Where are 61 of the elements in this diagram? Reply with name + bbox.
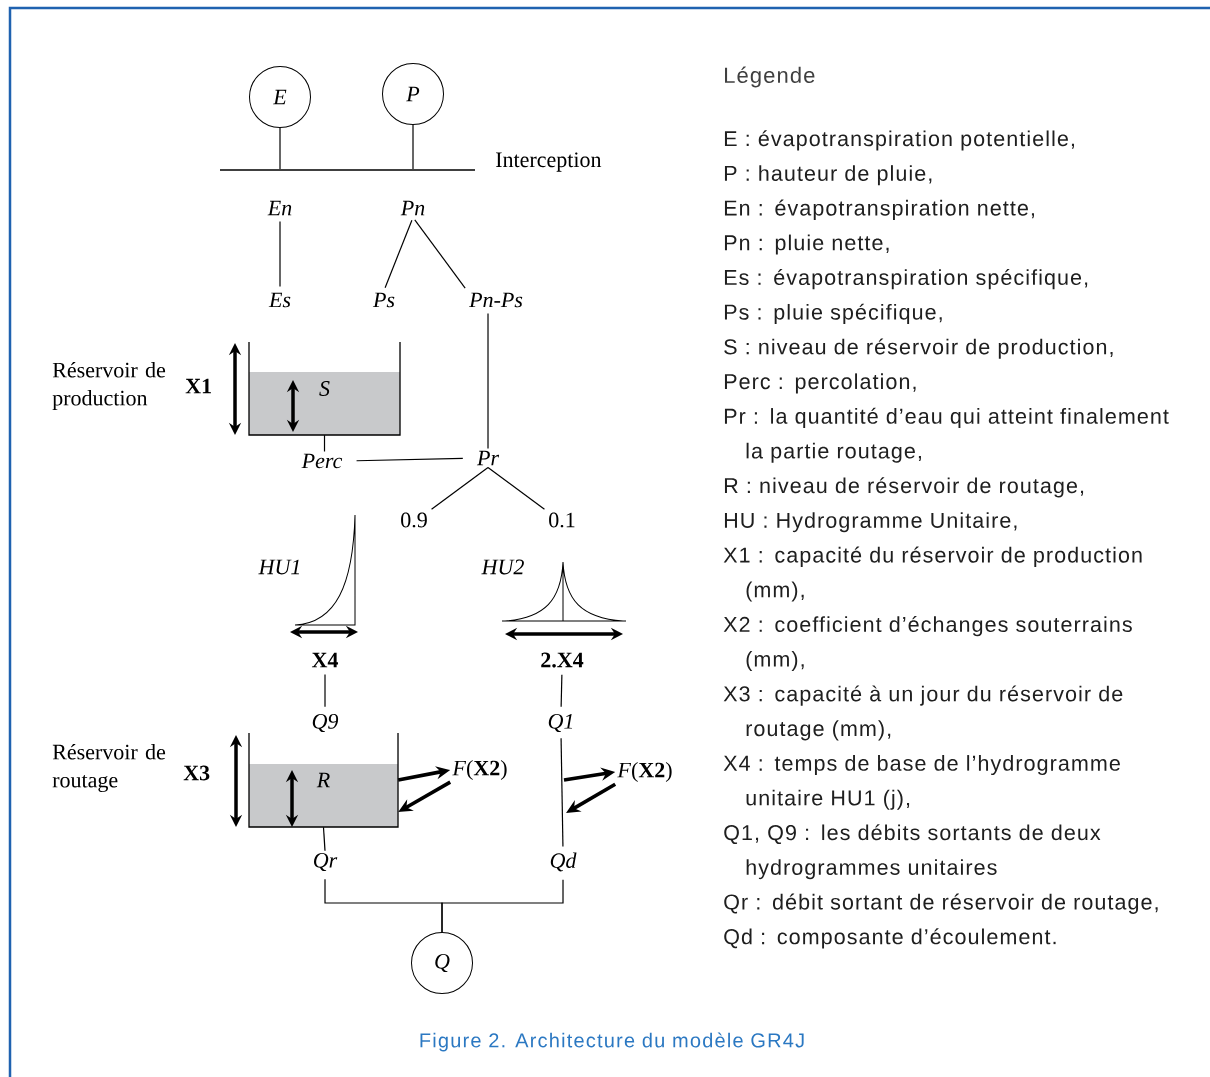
connector (324, 673, 326, 708)
variable-label: HU2 (481, 559, 524, 575)
variable-label: Ps (372, 292, 395, 308)
variable-label: Q1 (548, 713, 573, 733)
legend-entry: Q1, Q9 : les débits sortants de deux hydrogrammes unitaires (724, 824, 1101, 880)
connector (279, 220, 281, 288)
variable-label: Pr (476, 450, 500, 466)
variable-label: Es (268, 292, 291, 308)
connector (487, 312, 489, 450)
reservoir-label: Réservoir de routage (52, 744, 166, 793)
variable-label: Qd (550, 852, 577, 872)
legend-entry: X3 : capacité à un jour du réservoir de routage (mm), (723, 685, 1123, 741)
variable-label: En (267, 200, 292, 216)
legend-entry: X4 : temps de base de l’hydrogramme unitaire HU1 (j), (723, 755, 1120, 810)
legend-entry: Pn : pluie nette, (724, 234, 889, 255)
legend-entry: X2 : coefficient d’échanges souterrains (mm), (723, 616, 1132, 671)
legend-entry: Qr : débit sortant de réservoir de routage, (724, 893, 1158, 914)
reservoir-label: Réservoir de production (52, 362, 166, 410)
legend-entry: Pr : la quantité d’eau qui atteint finalement la partie routage, (724, 407, 1169, 463)
legend-entry: Ps : pluie spécifique, (724, 303, 942, 324)
connector (323, 434, 326, 453)
variable-label: Pn-Ps (469, 292, 523, 308)
legend-entry: X1 : capacité du réservoir de production (mm), (723, 546, 1142, 602)
interception-label: Interception (496, 152, 602, 172)
connector (414, 219, 466, 289)
legend-entry: Qd : composante d’écoulement. (724, 928, 1056, 949)
variable-label: HU1 (258, 559, 300, 575)
connector (279, 127, 281, 170)
variable-label: 0.1 (549, 512, 575, 528)
connector (487, 466, 546, 510)
legend-entry: R : niveau de réservoir de routage, (724, 477, 1084, 498)
legend-entry: HU : Hydrogramme Unitaire, (724, 512, 1017, 533)
reservoir-tank: S (248, 341, 401, 436)
variable-label: F(X2) (617, 762, 672, 782)
connector (412, 124, 414, 170)
variable-label: 0.9 (401, 512, 427, 528)
connector (560, 737, 564, 847)
variable-label: Perc (301, 453, 343, 469)
connector (384, 219, 413, 289)
legend-entry: En : évapotranspiration nette, (724, 199, 1034, 220)
variable-label: F(X2) (452, 760, 507, 780)
variable-label: 2.X4 (541, 652, 584, 668)
connector (322, 826, 326, 852)
legend-heading: Légende (725, 66, 815, 88)
legend-entry: Es : évapotranspiration spécifique, (724, 269, 1088, 290)
connector (441, 879, 564, 933)
legend-entry: P : hauteur de pluie, (724, 165, 932, 186)
dimension-label: X3 (183, 765, 210, 781)
legend-entry: Perc : percolation, (724, 373, 916, 394)
legend-entry: S : niveau de réservoir de production, (724, 338, 1113, 359)
legend-entry: E : évapotranspiration potentielle, (724, 130, 1074, 151)
variable-label: X4 (311, 652, 339, 668)
connector (355, 457, 464, 462)
connector (560, 674, 563, 708)
figure-caption: Figure 2. Architecture du modèle GR4J (420, 1032, 804, 1052)
variable-label: Q9 (312, 713, 339, 733)
variable-label: Pn (400, 200, 425, 216)
connector (430, 466, 489, 510)
reservoir-tank: R (248, 732, 399, 828)
variable-label: Qr (314, 852, 338, 872)
dimension-label: X1 (185, 378, 211, 394)
